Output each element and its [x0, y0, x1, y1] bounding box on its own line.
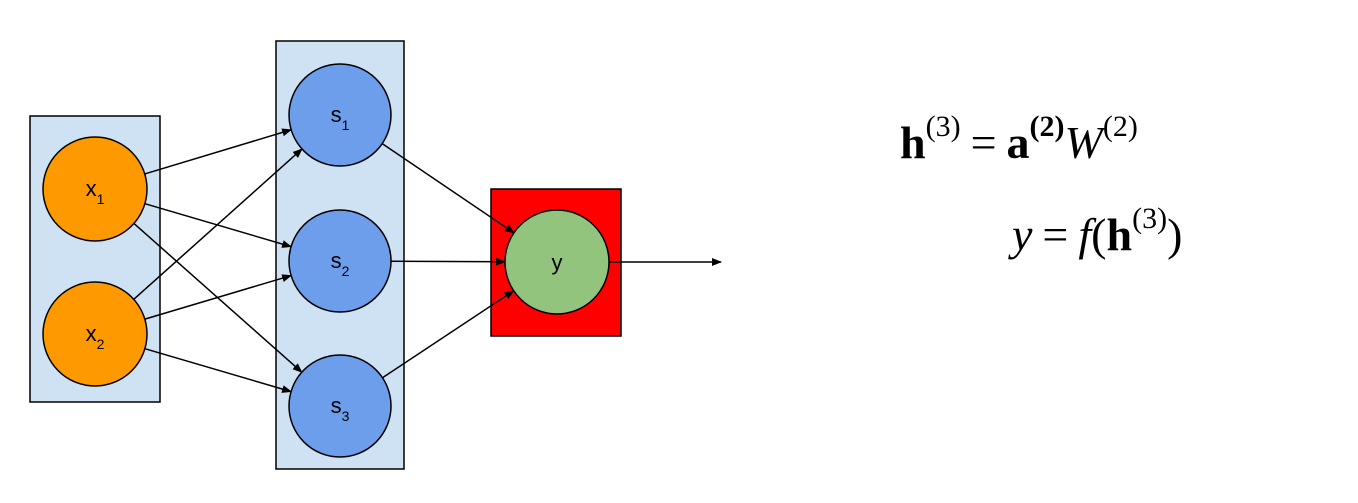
node-x2: x2: [42, 281, 148, 387]
eq2-lhs: y: [1012, 209, 1033, 260]
equation-2: y=f(h(3)): [1012, 204, 1183, 261]
svg-text:s1: s1: [331, 102, 350, 133]
node-s3-subscript: 3: [342, 408, 350, 424]
eq1-lhs-superscript: (3): [925, 110, 961, 143]
eq2-open-paren: (: [1091, 209, 1107, 260]
edge-s3-y: [382, 290, 515, 379]
node-x1: x1: [42, 136, 148, 242]
node-x2-label: x: [86, 321, 97, 346]
node-s1-circle: [288, 63, 392, 167]
node-x2-circle: [42, 281, 148, 387]
node-s2-label: s: [331, 248, 342, 273]
edge-s2-y: [390, 257, 507, 266]
node-x2-subscript: 2: [97, 336, 105, 352]
equation-1: h(3)=a(2)W(2): [900, 112, 1138, 169]
edges: [133, 128, 722, 393]
node-x1-label: x: [86, 176, 97, 201]
svg-text:s3: s3: [331, 393, 350, 424]
node-s2-circle: [288, 209, 392, 313]
edge-x1-s1: [144, 128, 293, 175]
node-s1: s1: [288, 63, 392, 167]
eq2-close-paren: ): [1167, 209, 1183, 260]
node-s3: s3: [288, 354, 392, 458]
node-s3-label: s: [331, 393, 342, 418]
eq1-lhs: h: [900, 117, 926, 168]
node-y-label: y: [552, 250, 563, 275]
node-s3-circle: [288, 354, 392, 458]
eq2-equals: =: [1042, 209, 1069, 260]
edge-x1-s2: [144, 202, 293, 248]
edge-x2-s1: [133, 148, 303, 300]
eq1-equals: =: [970, 117, 997, 168]
svg-text:x2: x2: [86, 321, 105, 352]
node-s2-subscript: 2: [342, 263, 350, 279]
node-s1-subscript: 1: [342, 117, 350, 133]
svg-text:s2: s2: [331, 248, 350, 279]
node-y: y: [504, 209, 610, 315]
node-s1-label: s: [331, 102, 342, 127]
eq1-w: W: [1064, 117, 1103, 168]
eq2-h: h: [1106, 209, 1133, 260]
node-x1-circle: [42, 136, 148, 242]
eq1-w-superscript: (2): [1102, 110, 1138, 143]
node-s2: s2: [288, 209, 392, 313]
svg-text:x1: x1: [86, 176, 105, 207]
eq1-a-superscript: (2): [1029, 110, 1065, 143]
node-x1-subscript: 1: [97, 191, 105, 207]
eq1-a: a: [1006, 117, 1030, 168]
eq2-h-superscript: (3): [1132, 202, 1168, 235]
eq2-f: f: [1078, 209, 1092, 260]
edge-s1-y: [381, 142, 515, 234]
edge-x2-s2: [144, 274, 293, 320]
node-y-circle: [504, 209, 610, 315]
edge-x2-s3: [144, 347, 293, 393]
